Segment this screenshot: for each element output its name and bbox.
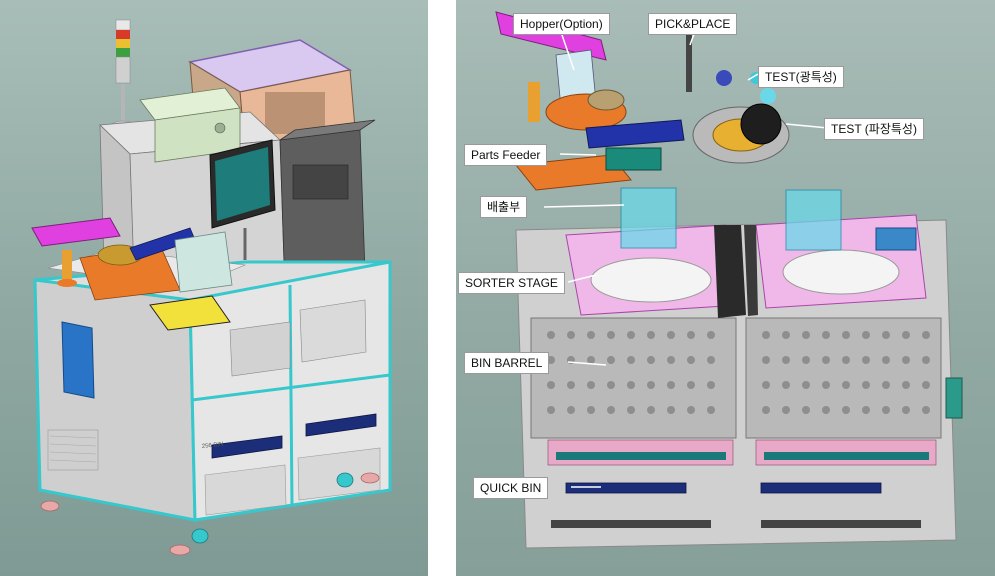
caster-wheel-icon bbox=[40, 472, 380, 556]
bin-barrel-right bbox=[745, 317, 942, 439]
callout-test-wave: TEST (파장특성) bbox=[824, 118, 924, 140]
callout-test-optical: TEST(광특성) bbox=[758, 66, 844, 88]
signal-tower-icon bbox=[110, 19, 136, 132]
monitor-icon bbox=[209, 139, 276, 260]
bin-barrel-left bbox=[530, 317, 737, 439]
quick-bin-slots bbox=[551, 482, 921, 528]
pick-place-turret bbox=[686, 32, 790, 164]
callout-pick-place: PICK&PLACE bbox=[648, 13, 738, 35]
left-hopper bbox=[31, 217, 121, 287]
panel-text: 256 BIN bbox=[202, 442, 224, 450]
callout-parts-feeder: Parts Feeder bbox=[464, 144, 548, 166]
sorter-stage-left bbox=[565, 187, 742, 316]
callout-quick-bin: QUICK BIN bbox=[473, 477, 549, 499]
machine-overview-drawing: 256 BIN bbox=[31, 19, 392, 556]
callout-discharge: 배출부 bbox=[480, 196, 528, 218]
handler-detail-render: Hopper(Option) PICK&PLACE TEST(광특성) TEST… bbox=[456, 0, 995, 576]
callout-hopper: Hopper(Option) bbox=[513, 13, 610, 35]
handler-detail-drawing bbox=[495, 11, 963, 549]
machine-overview-render: 256 BIN bbox=[0, 0, 428, 576]
callout-sorter-stage: SORTER STAGE bbox=[458, 272, 565, 294]
callout-bin-barrel: BIN BARREL bbox=[464, 352, 550, 374]
parts-feeder bbox=[515, 119, 685, 191]
